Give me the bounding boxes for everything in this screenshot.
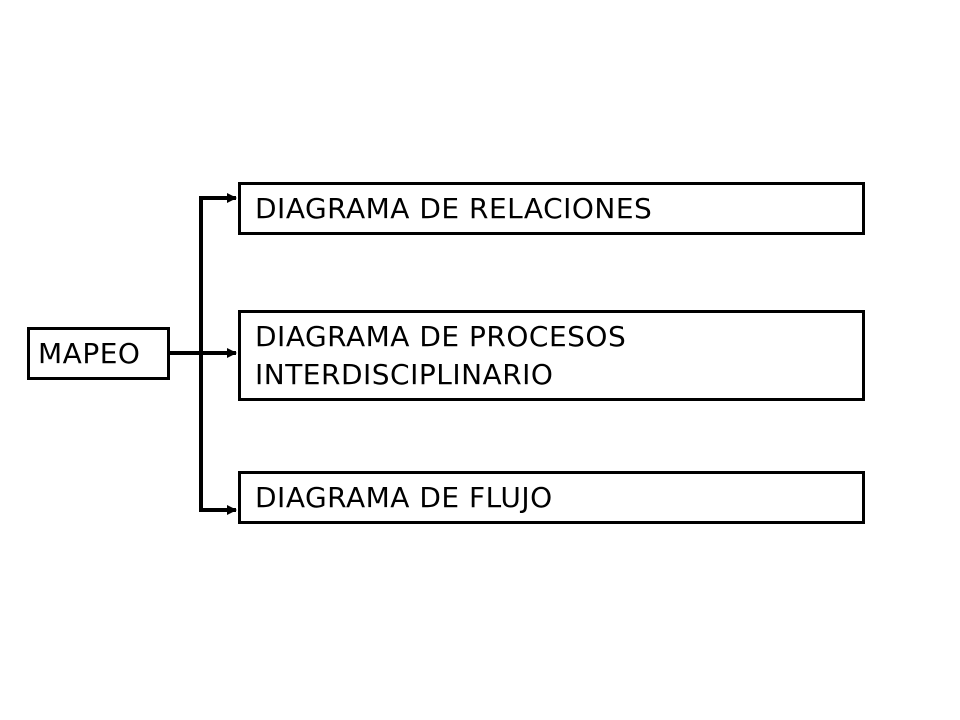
child-node-label: DIAGRAMA DE RELACIONES xyxy=(255,191,653,225)
child-node-label-line-1: DIAGRAMA DE PROCESOS xyxy=(255,319,627,353)
root-node-label: MAPEO xyxy=(38,336,141,370)
root-node-box: MAPEO xyxy=(27,327,170,380)
child-node-procesos: DIAGRAMA DE PROCESOS INTERDISCIPLINARIO xyxy=(238,310,865,401)
child-node-flujo: DIAGRAMA DE FLUJO xyxy=(238,471,865,524)
child-node-label: DIAGRAMA DE FLUJO xyxy=(255,480,553,514)
child-node-label-line-2: INTERDISCIPLINARIO xyxy=(255,357,554,391)
child-node-relaciones: DIAGRAMA DE RELACIONES xyxy=(238,182,865,235)
